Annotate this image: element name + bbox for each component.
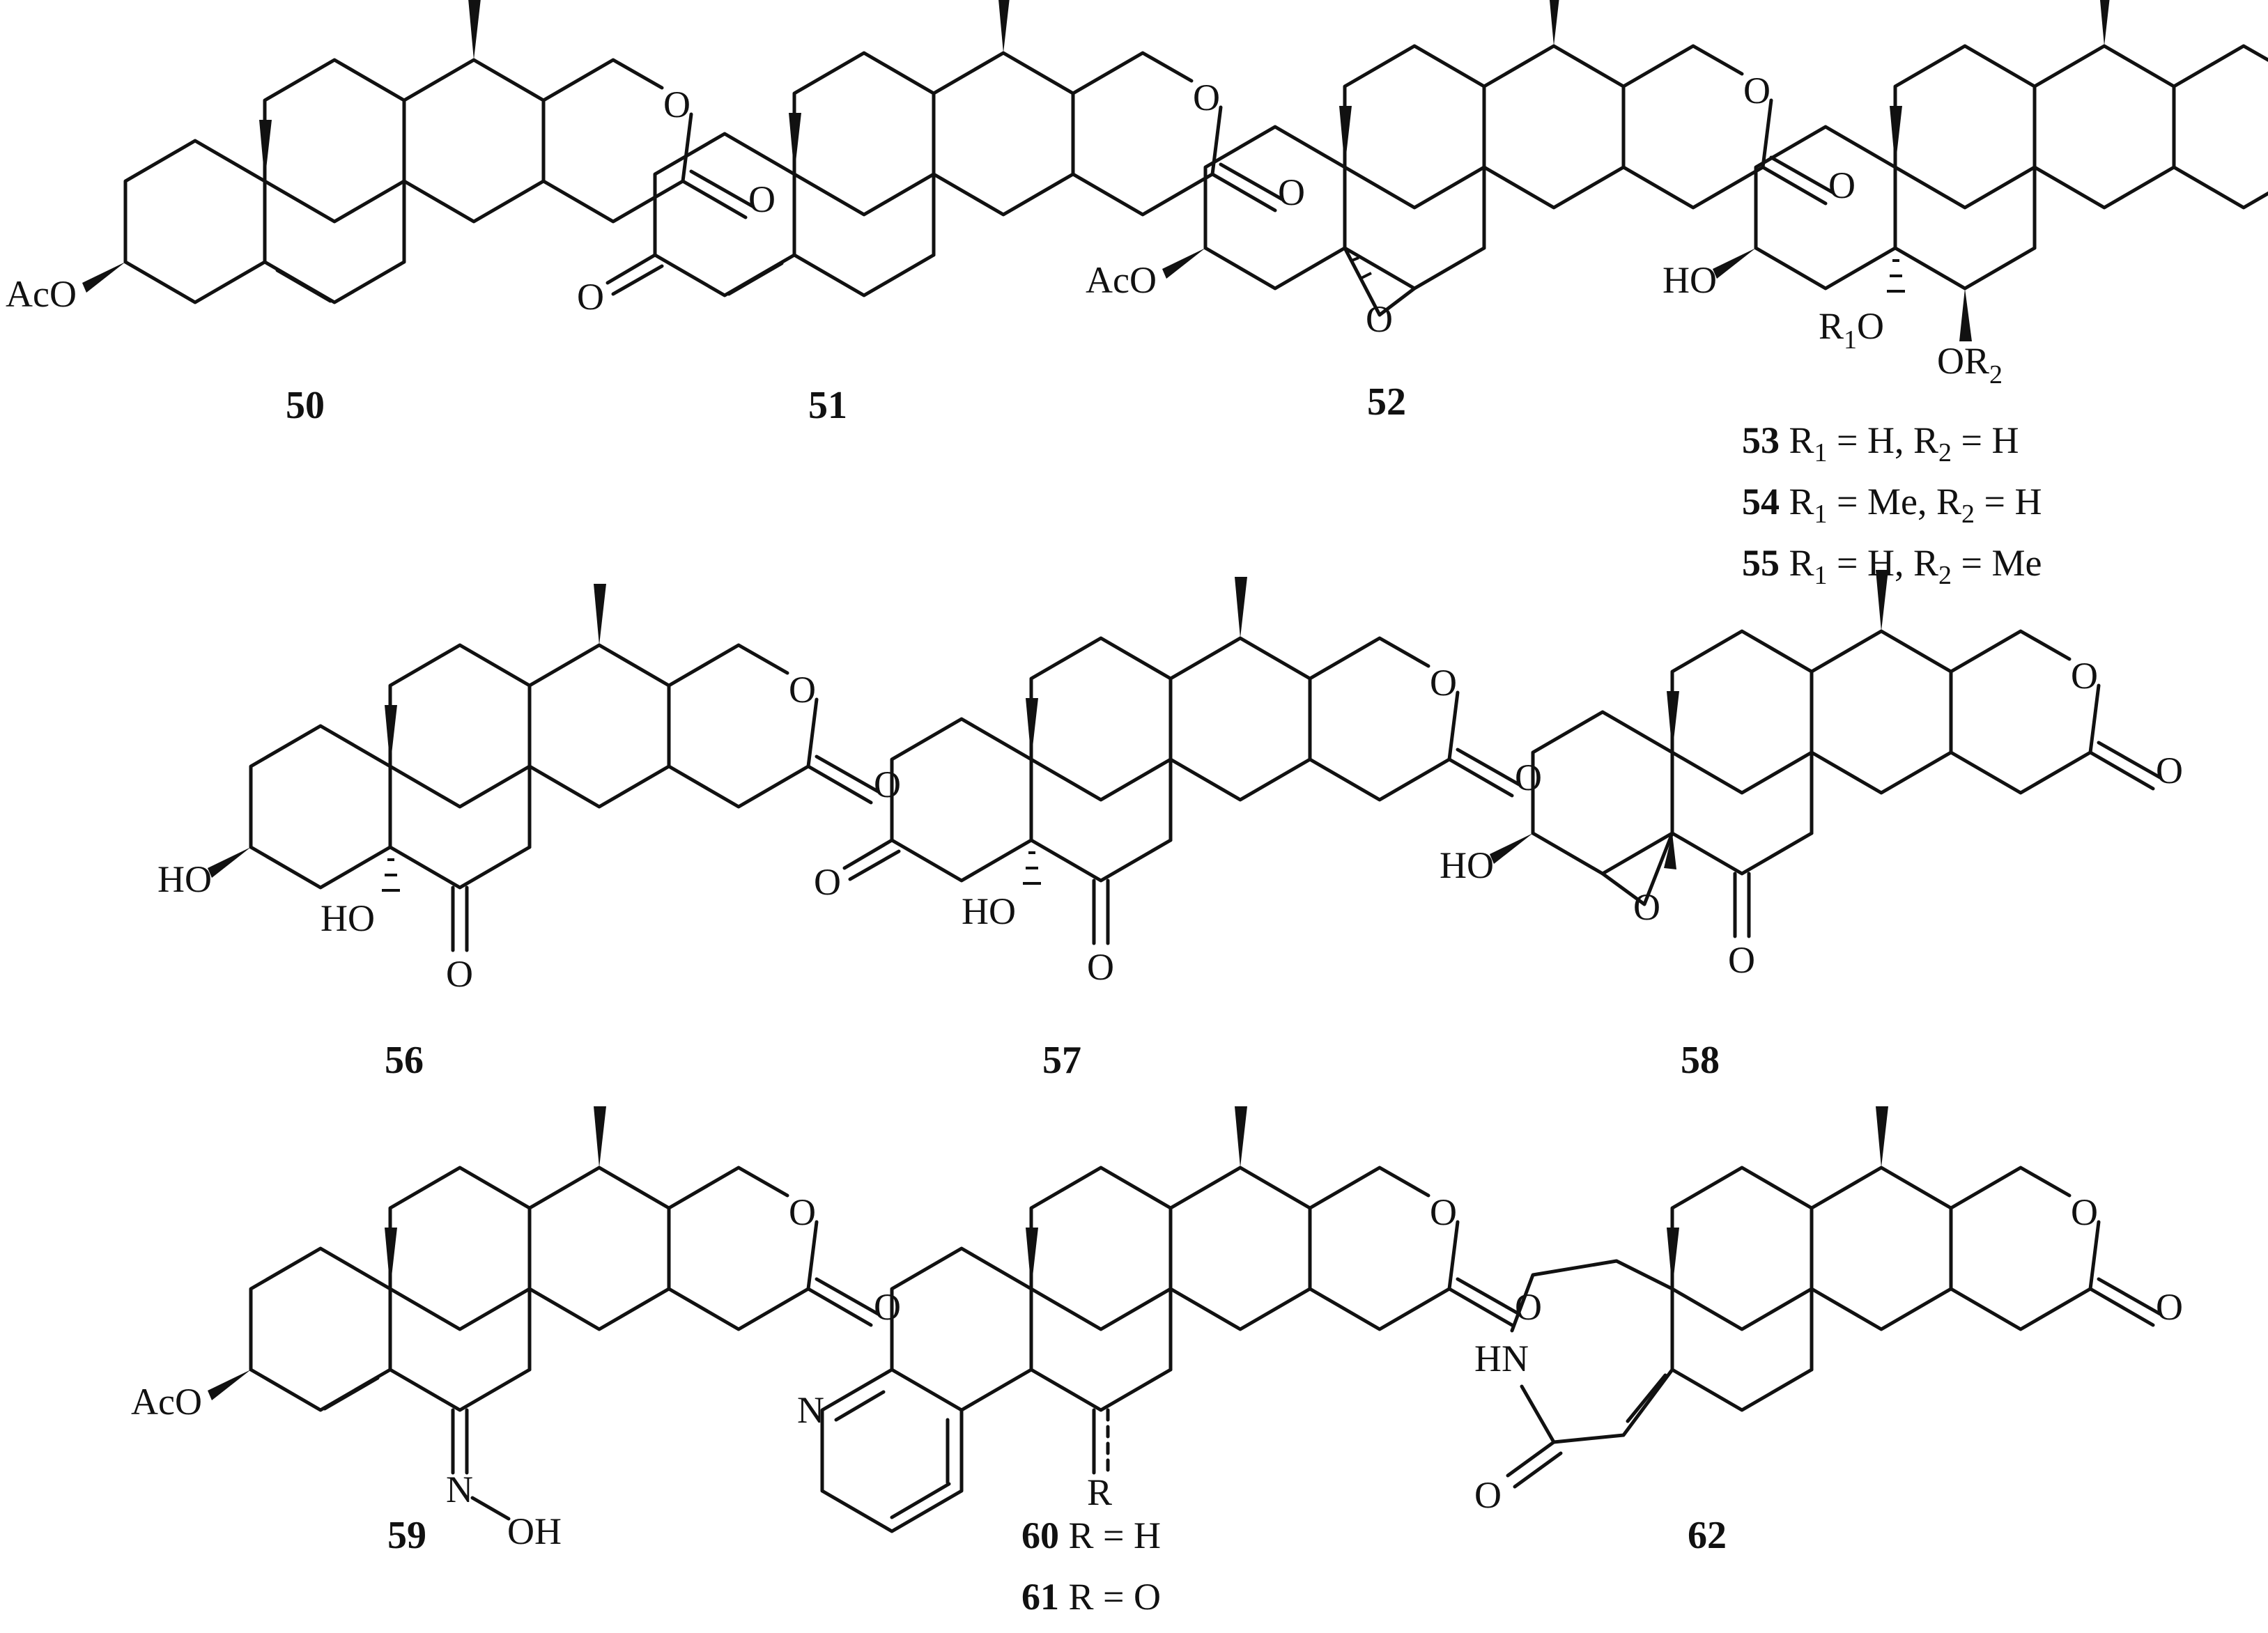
compound-number: 50 bbox=[286, 384, 325, 427]
compound-number: 52 bbox=[1367, 380, 1406, 424]
r2-label: OR2 bbox=[1937, 340, 2003, 389]
oxime-n-label: N bbox=[446, 1469, 473, 1510]
hydroxy-label: HO bbox=[157, 858, 212, 900]
legend-line-60: 60 R = H bbox=[1021, 1515, 1161, 1556]
o-ring-label: O bbox=[663, 84, 691, 125]
compound-57: O O O HO O bbox=[814, 577, 1542, 988]
o-keto-label: O bbox=[1828, 164, 1856, 206]
o3-keto-label: O bbox=[814, 861, 841, 903]
compound-number: 56 bbox=[385, 1039, 424, 1082]
o-ring-label: O bbox=[789, 1191, 816, 1233]
o-keto-label: O bbox=[1515, 1286, 1542, 1328]
legend-line-61: 61 R = O bbox=[1021, 1576, 1161, 1618]
pyridine-n-label: N bbox=[797, 1389, 824, 1431]
epoxide-o-label: O bbox=[1633, 886, 1660, 928]
compound-60: O O N R bbox=[797, 1106, 1542, 1533]
o-keto-label: O bbox=[2156, 1286, 2183, 1328]
o-ring-label: O bbox=[1193, 77, 1220, 118]
oxime-oh-label: OH bbox=[507, 1510, 562, 1552]
compound-number: 58 bbox=[1681, 1039, 1720, 1082]
o-keto-label: O bbox=[874, 764, 901, 805]
o-ring-label: O bbox=[1430, 662, 1457, 704]
acetoxy-label: AcO bbox=[1086, 259, 1157, 301]
legend-line-53: 53 R1 = H, R2 = H bbox=[1742, 419, 2019, 467]
series-legend-60-61: 60 R = H 61 R = O bbox=[1021, 1515, 1161, 1618]
compound-56: O O HO HO O bbox=[157, 584, 901, 995]
o-ring-label: O bbox=[2071, 1191, 2098, 1233]
hn-label: HN bbox=[1474, 1338, 1529, 1379]
legend-line-55: 55 R1 = H, R2 = Me bbox=[1742, 542, 2042, 590]
r1-label: R1O bbox=[1819, 305, 1884, 355]
compound-58: O O HO O O bbox=[1440, 570, 2183, 981]
o-ring-label: O bbox=[789, 669, 816, 711]
compound-52: O O AcO O bbox=[1086, 0, 1856, 340]
compound-50: O O AcO bbox=[6, 0, 776, 315]
o-keto-label: O bbox=[2156, 750, 2183, 791]
compound-53: O O HO R1O OR2 bbox=[1663, 0, 2268, 389]
acetoxy-label: AcO bbox=[6, 273, 77, 315]
lactam-o-label: O bbox=[1474, 1474, 1502, 1516]
compound-59: O O AcO N OH bbox=[131, 1106, 901, 1552]
compound-51: O O O bbox=[577, 0, 1305, 318]
hydroxy-5-label: HO bbox=[321, 897, 375, 939]
o-keto-label: O bbox=[1278, 171, 1305, 213]
r-label: R bbox=[1087, 1471, 1112, 1513]
o3-keto-label: O bbox=[577, 276, 604, 318]
compound-number: 62 bbox=[1688, 1514, 1727, 1557]
hydroxy-label: HO bbox=[1440, 844, 1494, 886]
o6-keto-label: O bbox=[1087, 946, 1114, 988]
o-ring-label: O bbox=[2071, 655, 2098, 697]
o6-keto-label: O bbox=[446, 953, 473, 995]
hydroxy-5-label: HO bbox=[962, 890, 1016, 932]
epoxide-o-label: O bbox=[1366, 298, 1393, 340]
compound-62: O O HN O bbox=[1474, 1106, 2183, 1516]
compound-number: 59 bbox=[387, 1514, 426, 1557]
compound-number: 57 bbox=[1042, 1039, 1081, 1082]
series-legend-53-55: 53 R1 = H, R2 = H 54 R1 = Me, R2 = H 55 … bbox=[1742, 419, 2042, 590]
o-keto-label: O bbox=[748, 178, 776, 220]
hydroxy-label: HO bbox=[1663, 259, 1717, 301]
o-ring-label: O bbox=[1430, 1191, 1457, 1233]
o6-keto-label: O bbox=[1728, 939, 1755, 981]
o-keto-label: O bbox=[1515, 757, 1542, 798]
compound-number: 51 bbox=[808, 384, 847, 427]
o-ring-label: O bbox=[1743, 70, 1771, 111]
legend-line-54: 54 R1 = Me, R2 = H bbox=[1742, 481, 2042, 529]
o-keto-label: O bbox=[874, 1286, 901, 1328]
acetoxy-label: AcO bbox=[131, 1381, 202, 1423]
